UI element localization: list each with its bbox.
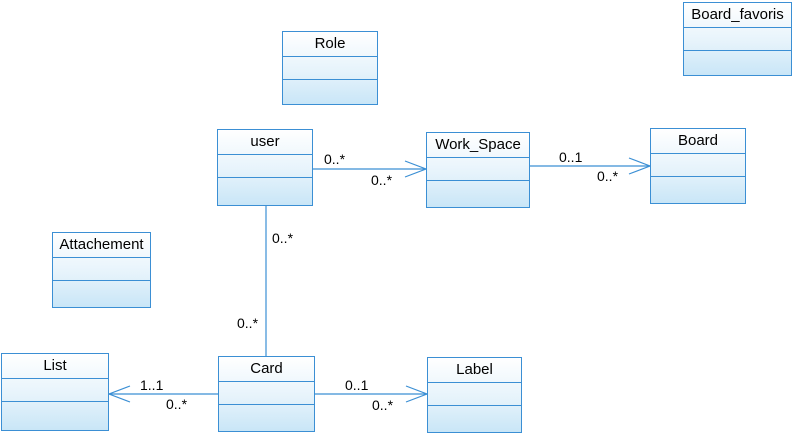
attributes-compartment [2, 378, 108, 402]
class-card[interactable]: Card [218, 356, 315, 432]
multiplicity-workspace-board-source: 0..1 [559, 149, 583, 165]
class-label[interactable]: Label [427, 357, 522, 433]
class-name: Role [283, 32, 377, 57]
class-user[interactable]: user [217, 129, 313, 206]
class-name: user [218, 130, 312, 155]
class-attachement[interactable]: Attachement [52, 232, 151, 308]
multiplicity-card-label-target: 0..* [372, 397, 394, 413]
attributes-compartment [53, 257, 150, 281]
class-board-favoris[interactable]: Board_favoris [683, 2, 792, 76]
attributes-compartment [219, 381, 314, 405]
attributes-compartment [684, 27, 791, 51]
attributes-compartment [427, 157, 529, 181]
class-name: Label [428, 358, 521, 383]
class-list[interactable]: List [1, 353, 109, 431]
multiplicity-workspace-board-target: 0..* [597, 168, 619, 184]
class-name: Board [651, 129, 745, 154]
class-name: Board_favoris [684, 3, 791, 28]
multiplicity-user-workspace-target: 0..* [371, 172, 393, 188]
attributes-compartment [218, 154, 312, 178]
class-name: Attachement [53, 233, 150, 258]
class-role[interactable]: Role [282, 31, 378, 105]
multiplicity-card-list-target: 0..* [166, 396, 188, 412]
attributes-compartment [428, 382, 521, 406]
multiplicity-card-label-source: 0..1 [345, 377, 369, 393]
attributes-compartment [283, 56, 377, 80]
multiplicity-user-card-target: 0..* [237, 315, 259, 331]
multiplicity-user-card-source: 0..* [272, 230, 294, 246]
class-work-space[interactable]: Work_Space [426, 132, 530, 208]
class-name: Card [219, 357, 314, 382]
multiplicity-user-workspace-source: 0..* [324, 151, 346, 167]
class-board[interactable]: Board [650, 128, 746, 204]
multiplicity-card-list-source: 1..1 [140, 377, 164, 393]
attributes-compartment [651, 153, 745, 177]
class-name: List [2, 354, 108, 379]
class-name: Work_Space [427, 133, 529, 158]
arrowhead-list [107, 385, 131, 403]
